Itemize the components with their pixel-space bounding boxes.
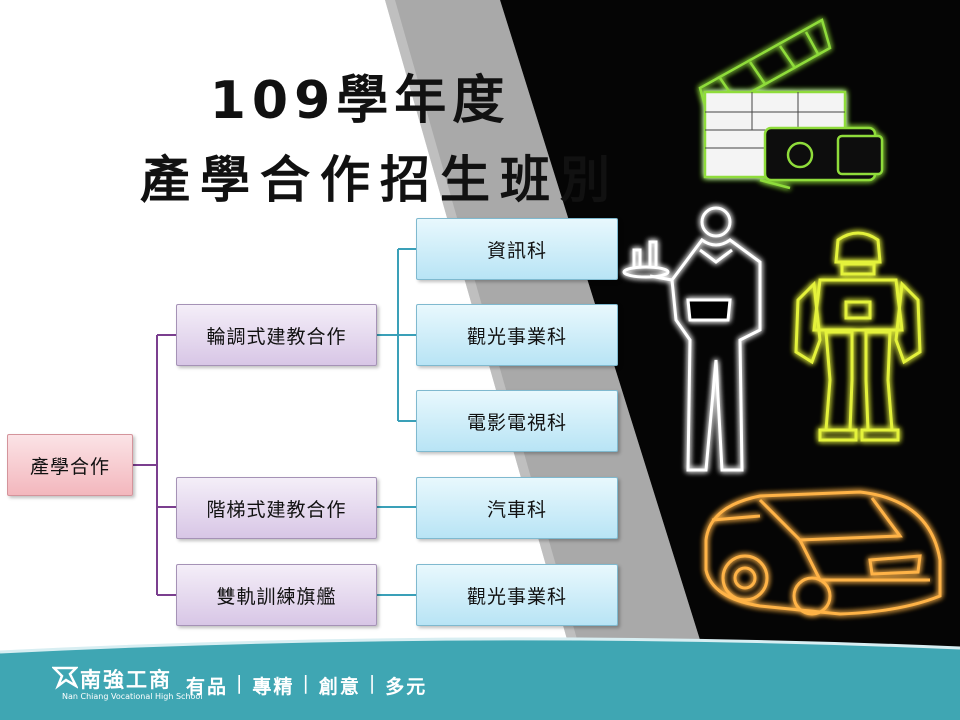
tree-connectors xyxy=(133,248,416,596)
branch-node-rotation: 輪調式建教合作 xyxy=(176,304,377,366)
waiter-icon xyxy=(622,206,762,472)
branch-node-ladder: 階梯式建教合作 xyxy=(176,477,377,539)
clapperboard-camera-icon xyxy=(698,18,884,190)
leaf-node-tourism: 觀光事業科 xyxy=(416,304,618,366)
leaf-node-information: 資訊科 xyxy=(416,218,618,280)
school-name: 南強工商 xyxy=(80,668,172,692)
slogan-separator: | xyxy=(236,672,245,694)
tree-root-node: 產學合作 xyxy=(7,434,133,496)
page-title-year: 109學年度 xyxy=(209,71,511,131)
footer-wave xyxy=(0,638,960,720)
slogan-item: 多元 xyxy=(385,676,428,698)
sports-car-icon xyxy=(704,490,942,616)
branch-node-dual-track: 雙軌訓練旗艦 xyxy=(176,564,377,626)
school-name-en: Nan Chiang Vocational High School xyxy=(62,692,203,701)
slogan-item: 創意 xyxy=(318,676,361,698)
slogan-item: 專精 xyxy=(252,676,295,698)
school-slogan: 有品 | 專精 | 創意 | 多元 xyxy=(186,672,427,699)
school-logo-icon xyxy=(52,666,78,690)
page-title-main: 產學合作招生班別 xyxy=(140,151,620,209)
leaf-node-automotive: 汽車科 xyxy=(416,477,618,539)
slogan-separator: | xyxy=(302,672,311,694)
leaf-node-tourism-flagship: 觀光事業科 xyxy=(416,564,618,626)
leaf-node-film-tv: 電影電視科 xyxy=(416,390,618,452)
slogan-item: 有品 xyxy=(186,676,229,698)
slogan-separator: | xyxy=(368,672,378,694)
robot-icon xyxy=(794,231,922,442)
